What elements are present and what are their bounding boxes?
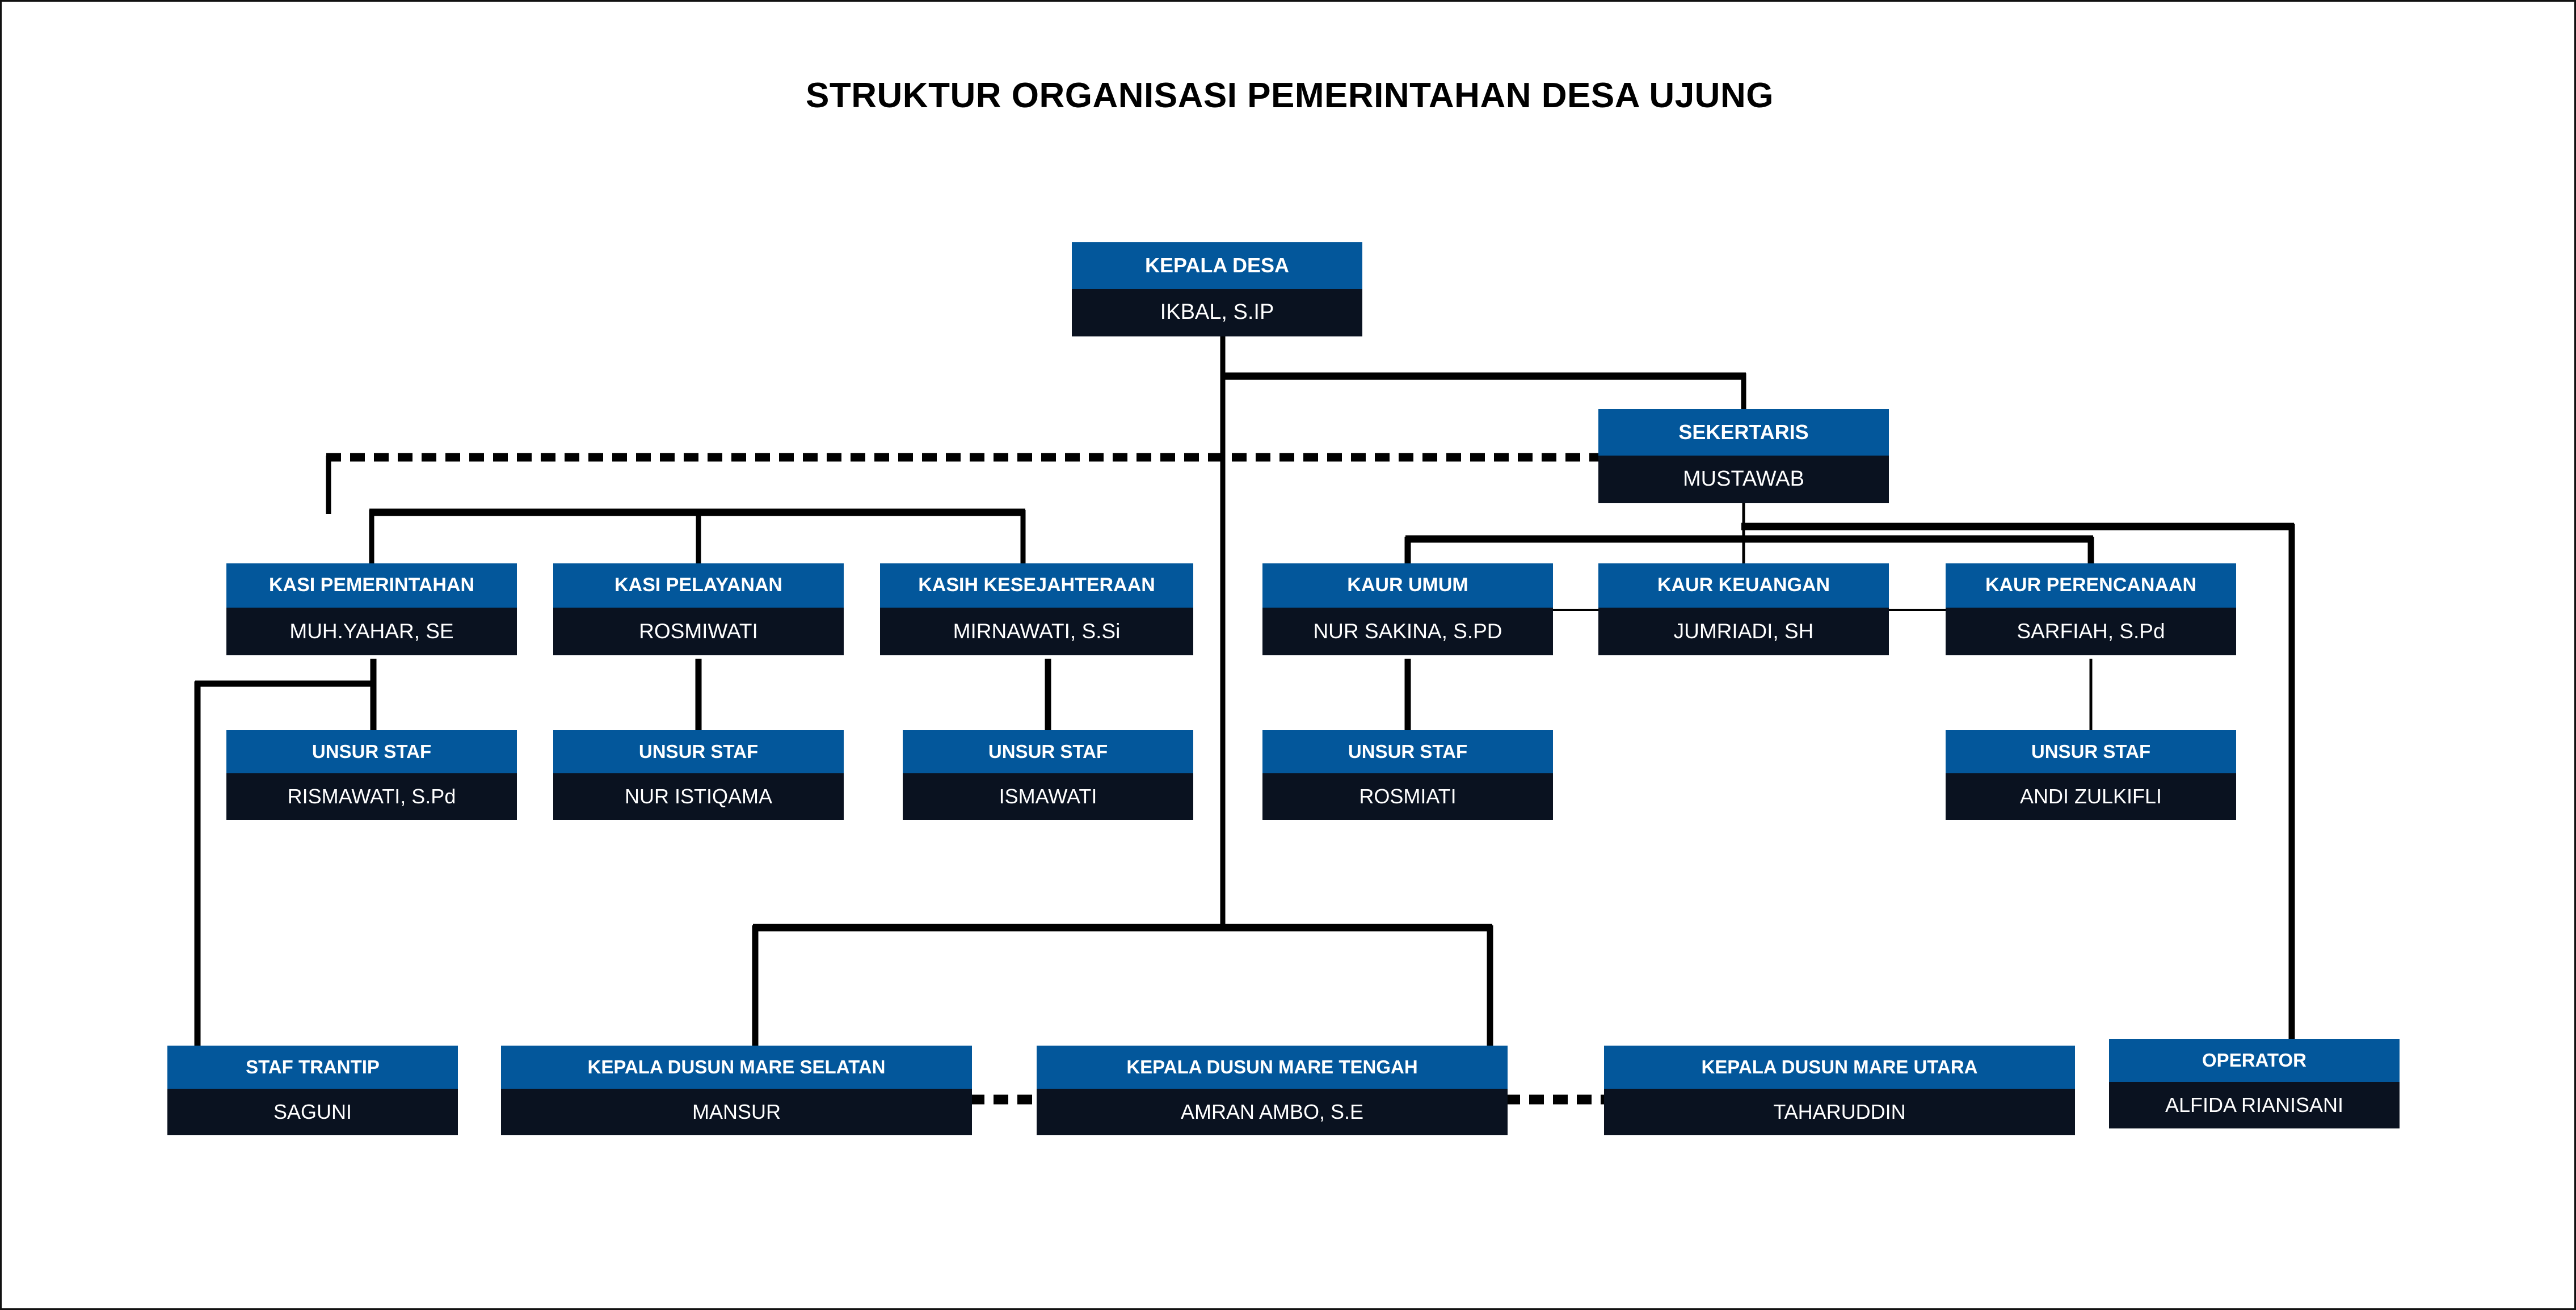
node-kadus-mare-selatan[interactable]: KEPALA DUSUN MARE SELATAN MANSUR xyxy=(501,1046,972,1135)
node-name-unsur-staf-1: RISMAWATI, S.Pd xyxy=(226,773,517,820)
node-name-kepala-desa: IKBAL, S.IP xyxy=(1072,289,1362,336)
node-kasi-pelayanan[interactable]: KASI PELAYANAN ROSMIWATI xyxy=(553,563,844,655)
node-name-kadus-mare-tengah: AMRAN AMBO, S.E xyxy=(1037,1089,1508,1135)
node-title-unsur-staf-1: UNSUR STAF xyxy=(226,730,517,773)
node-title-kaur-keuangan: KAUR KEUANGAN xyxy=(1598,563,1889,608)
node-kasih-kesejahteraan[interactable]: KASIH KESEJAHTERAAN MIRNAWATI, S.Si xyxy=(880,563,1193,655)
node-kasi-pemerintahan[interactable]: KASI PEMERINTAHAN MUH.YAHAR, SE xyxy=(226,563,517,655)
node-name-kaur-umum: NUR SAKINA, S.PD xyxy=(1262,608,1553,655)
node-title-kaur-umum: KAUR UMUM xyxy=(1262,563,1553,608)
node-kaur-umum[interactable]: KAUR UMUM NUR SAKINA, S.PD xyxy=(1262,563,1553,655)
node-kaur-perencanaan[interactable]: KAUR PERENCANAAN SARFIAH, S.Pd xyxy=(1946,563,2236,655)
node-kepala-desa[interactable]: KEPALA DESA IKBAL, S.IP xyxy=(1072,242,1362,336)
node-name-kaur-keuangan: JUMRIADI, SH xyxy=(1598,608,1889,655)
node-unsur-staf-2[interactable]: UNSUR STAF NUR ISTIQAMA xyxy=(553,730,844,820)
node-name-kadus-mare-utara: TAHARUDDIN xyxy=(1604,1089,2075,1135)
node-title-kasih-kesejahteraan: KASIH KESEJAHTERAAN xyxy=(880,563,1193,608)
node-operator[interactable]: OPERATOR ALFIDA RIANISANI xyxy=(2109,1039,2400,1128)
node-name-staf-trantip: SAGUNI xyxy=(167,1089,458,1135)
node-title-sekertaris: SEKERTARIS xyxy=(1598,409,1889,456)
page-title: STRUKTUR ORGANISASI PEMERINTAHAN DESA UJ… xyxy=(806,76,1774,115)
node-name-unsur-staf-5: ANDI ZULKIFLI xyxy=(1946,773,2236,820)
node-title-kadus-mare-tengah: KEPALA DUSUN MARE TENGAH xyxy=(1037,1046,1508,1089)
node-title-kepala-desa: KEPALA DESA xyxy=(1072,242,1362,289)
node-name-sekertaris: MUSTAWAB xyxy=(1598,456,1889,503)
node-name-unsur-staf-2: NUR ISTIQAMA xyxy=(553,773,844,820)
node-title-unsur-staf-5: UNSUR STAF xyxy=(1946,730,2236,773)
node-unsur-staf-5[interactable]: UNSUR STAF ANDI ZULKIFLI xyxy=(1946,730,2236,820)
node-name-unsur-staf-4: ROSMIATI xyxy=(1262,773,1553,820)
node-sekertaris[interactable]: SEKERTARIS MUSTAWAB xyxy=(1598,409,1889,503)
node-unsur-staf-4[interactable]: UNSUR STAF ROSMIATI xyxy=(1262,730,1553,820)
node-kaur-keuangan[interactable]: KAUR KEUANGAN JUMRIADI, SH xyxy=(1598,563,1889,655)
node-unsur-staf-1[interactable]: UNSUR STAF RISMAWATI, S.Pd xyxy=(226,730,517,820)
node-name-kasi-pemerintahan: MUH.YAHAR, SE xyxy=(226,608,517,655)
node-title-kasi-pemerintahan: KASI PEMERINTAHAN xyxy=(226,563,517,608)
node-staf-trantip[interactable]: STAF TRANTIP SAGUNI xyxy=(167,1046,458,1135)
node-title-kadus-mare-utara: KEPALA DUSUN MARE UTARA xyxy=(1604,1046,2075,1089)
node-title-unsur-staf-4: UNSUR STAF xyxy=(1262,730,1553,773)
node-kadus-mare-utara[interactable]: KEPALA DUSUN MARE UTARA TAHARUDDIN xyxy=(1604,1046,2075,1135)
node-title-operator: OPERATOR xyxy=(2109,1039,2400,1082)
node-title-staf-trantip: STAF TRANTIP xyxy=(167,1046,458,1089)
node-name-kaur-perencanaan: SARFIAH, S.Pd xyxy=(1946,608,2236,655)
node-name-kadus-mare-selatan: MANSUR xyxy=(501,1089,972,1135)
node-name-unsur-staf-3: ISMAWATI xyxy=(903,773,1193,820)
node-unsur-staf-3[interactable]: UNSUR STAF ISMAWATI xyxy=(903,730,1193,820)
node-name-kasi-pelayanan: ROSMIWATI xyxy=(553,608,844,655)
node-name-operator: ALFIDA RIANISANI xyxy=(2109,1082,2400,1128)
node-title-unsur-staf-3: UNSUR STAF xyxy=(903,730,1193,773)
node-title-kasi-pelayanan: KASI PELAYANAN xyxy=(553,563,844,608)
node-title-kadus-mare-selatan: KEPALA DUSUN MARE SELATAN xyxy=(501,1046,972,1089)
node-name-kasih-kesejahteraan: MIRNAWATI, S.Si xyxy=(880,608,1193,655)
node-title-kaur-perencanaan: KAUR PERENCANAAN xyxy=(1946,563,2236,608)
node-title-unsur-staf-2: UNSUR STAF xyxy=(553,730,844,773)
node-kadus-mare-tengah[interactable]: KEPALA DUSUN MARE TENGAH AMRAN AMBO, S.E xyxy=(1037,1046,1508,1135)
